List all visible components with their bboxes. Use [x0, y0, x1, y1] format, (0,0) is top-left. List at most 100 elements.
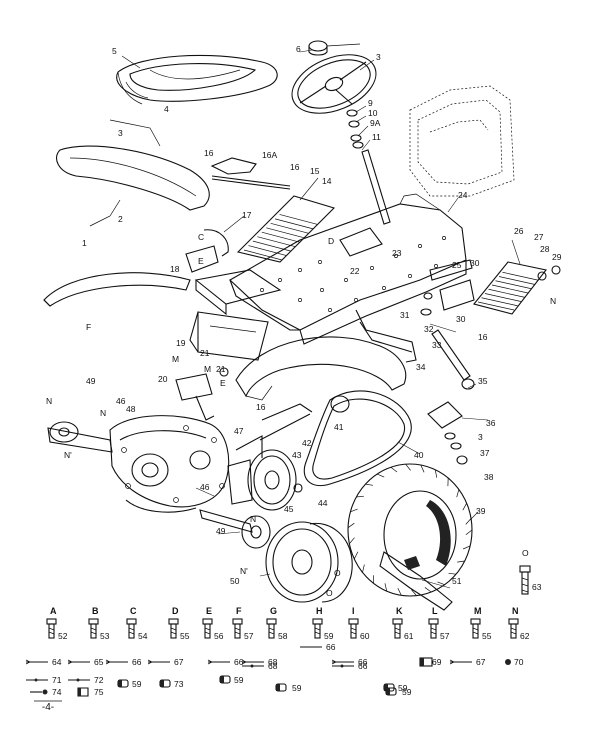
right-brackets-part	[356, 260, 474, 362]
hardware-number: 59	[234, 675, 244, 685]
hardware-number: 59	[292, 683, 302, 693]
callout-c27: 27	[534, 232, 544, 242]
hardware-letter-C: C	[130, 606, 137, 616]
bracket-17-part	[186, 230, 228, 272]
callout-cM1: M	[172, 354, 179, 364]
fastener-icon	[30, 690, 48, 695]
callout-c5: 5	[112, 46, 117, 56]
bolt-icon	[203, 619, 212, 638]
callout-c3a: 3	[376, 52, 381, 62]
hardware-number: 59	[132, 679, 142, 689]
callout-c41: 41	[334, 422, 344, 432]
hardware-number: 67	[174, 657, 184, 667]
fastener-icon	[78, 688, 88, 696]
callout-c19: 19	[176, 338, 186, 348]
rear-fender-part	[44, 273, 190, 306]
hardware-number: 52	[58, 631, 68, 641]
hardware-number: 73	[174, 679, 184, 689]
hub-pulley-part	[228, 450, 302, 510]
hardware-number: 58	[278, 631, 288, 641]
hardware-number: 65	[94, 657, 104, 667]
small-bracket-part	[176, 368, 228, 420]
hardware-number: 59	[324, 631, 334, 641]
left-footrest-part	[238, 196, 334, 262]
callout-c21a: 21	[200, 348, 210, 358]
bolt-icon	[233, 619, 242, 638]
washer-icon	[148, 660, 170, 664]
callout-c36: 36	[486, 418, 496, 428]
callout-c46b: 46	[200, 482, 210, 492]
callout-c51: 51	[452, 576, 462, 586]
callout-c17: 17	[242, 210, 252, 220]
callout-cO3: O	[522, 548, 529, 558]
hardware-letter-M: M	[474, 606, 482, 616]
washer-icon	[242, 660, 264, 664]
callout-c49a: 49	[86, 376, 96, 386]
hardware-number: 57	[440, 631, 450, 641]
bolt-icon	[169, 619, 178, 638]
callout-c30b: 30	[456, 314, 466, 324]
callout-c15: 15	[310, 166, 320, 176]
fastener-icon	[332, 665, 354, 668]
page-number-box: -4-	[34, 701, 62, 713]
hardware-letter-L: L	[432, 606, 438, 616]
washer-icon	[420, 658, 432, 666]
hardware-letter-F: F	[236, 606, 242, 616]
callout-c38: 38	[484, 472, 494, 482]
callout-c34: 34	[416, 362, 426, 372]
hardware-number: 75	[94, 687, 104, 697]
washer-icon	[332, 660, 354, 664]
callout-c16b: 16	[290, 162, 300, 172]
fastener-icon	[68, 679, 90, 682]
hardware-letter-K: K	[396, 606, 403, 616]
hardware-letter-D: D	[172, 606, 179, 616]
callout-c43: 43	[292, 450, 302, 460]
washer-icon	[450, 660, 472, 664]
callout-c49b: 49	[216, 526, 226, 536]
callout-cO1: O	[334, 568, 341, 578]
seat-bracket-part	[212, 158, 290, 189]
bolt-icon	[47, 619, 56, 638]
steering-shaft-part	[347, 110, 390, 224]
callout-c50: 50	[230, 576, 240, 586]
hardware-number: 57	[244, 631, 254, 641]
callout-c9: 9	[368, 98, 373, 108]
rear-platform-part	[196, 270, 280, 314]
pulley-part	[331, 396, 467, 464]
callout-c29: 29	[552, 252, 562, 262]
axle-hub-part	[200, 510, 270, 548]
hardware-letter-A: A	[50, 606, 57, 616]
callout-c37: 37	[480, 448, 490, 458]
callout-c4: 4	[164, 104, 169, 114]
hardware-number: 62	[520, 631, 530, 641]
hardware-number: 60	[360, 631, 370, 641]
hardware-number: 66	[326, 642, 336, 652]
bolt-icon	[471, 619, 480, 638]
bolt-icon	[267, 619, 276, 638]
callout-c25: 25	[452, 260, 462, 270]
hardware-number: 74	[52, 687, 62, 697]
callout-c46a: 46	[116, 396, 126, 406]
hardware-letter-G: G	[270, 606, 277, 616]
seat-part	[117, 55, 277, 104]
callout-c1: 1	[82, 238, 87, 248]
callout-c45: 45	[284, 504, 294, 514]
bolt-icon	[393, 619, 402, 638]
callout-c33: 33	[432, 340, 442, 350]
hardware-number: 59	[402, 687, 412, 697]
bolt-icon	[349, 619, 358, 638]
fastener-icon	[276, 684, 286, 691]
bolt-icon	[89, 619, 98, 638]
hardware-number: 72	[94, 675, 104, 685]
hardware-number: 64	[52, 657, 62, 667]
callout-c16a: 16	[204, 148, 214, 158]
callout-c30a: 30	[470, 258, 480, 268]
callout-cN2: N	[100, 408, 106, 418]
washer-icon	[505, 659, 511, 665]
washer-icon	[106, 660, 128, 664]
bolt-icon	[127, 619, 136, 638]
callout-c63: 63	[532, 582, 542, 592]
callout-c21b: 21	[216, 364, 226, 374]
hardware-number: 67	[476, 657, 486, 667]
callout-c16A: 16A	[262, 150, 277, 160]
